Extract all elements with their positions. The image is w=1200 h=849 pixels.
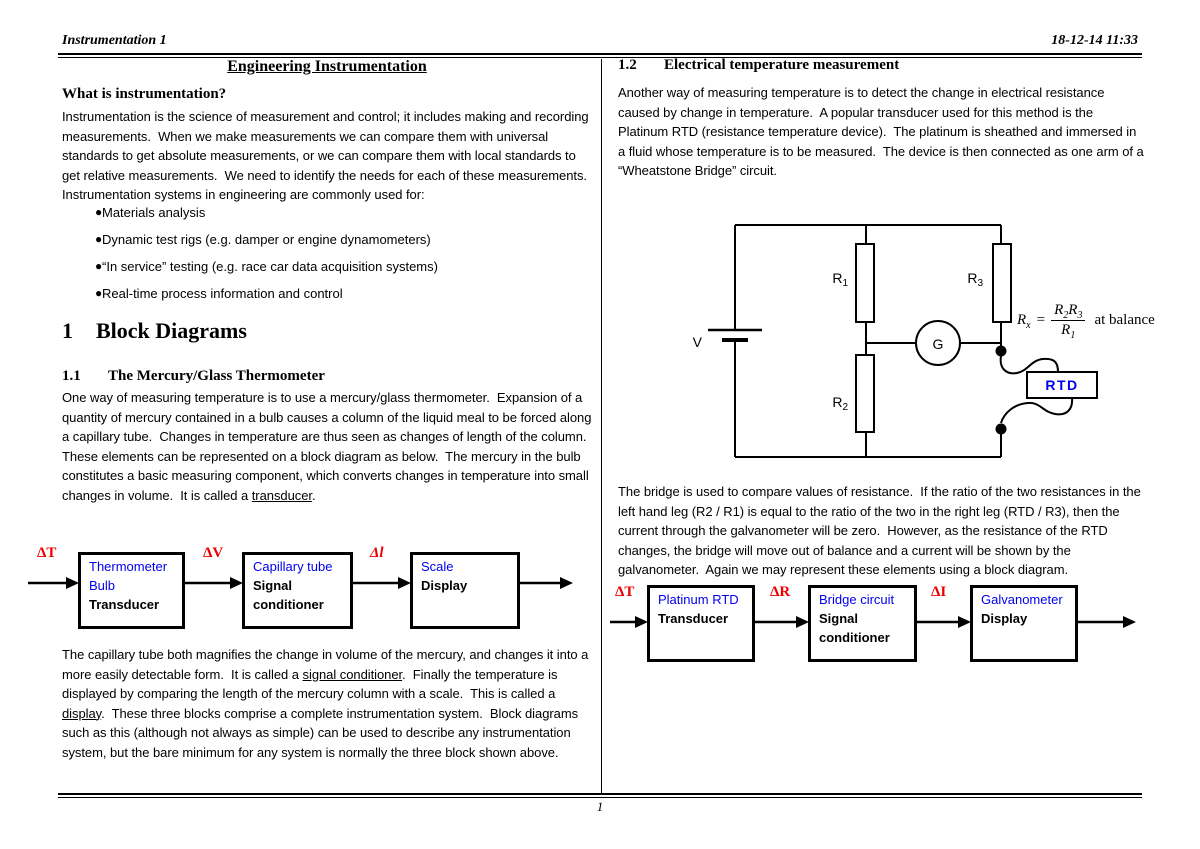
thermometer-block-diagram: ΔT ΔV Δl Thermometer Bulb Transducer Cap… — [25, 544, 585, 644]
delta-t-label: ΔT — [37, 545, 57, 561]
galvanometer-label: G — [933, 336, 944, 352]
bullet-list: ●Materials analysis ●Dynamic test rigs (… — [62, 203, 592, 311]
bullet-icon: ● — [95, 205, 103, 219]
block-role-label: Signal conditioner — [819, 611, 890, 645]
wheatstone-bridge-circuit: V R1 R2 R3 G RTD — [650, 210, 1180, 470]
list-item: ●Real-time process information and contr… — [62, 284, 592, 303]
resistor-r1-label: R1 — [832, 270, 848, 289]
section-number: 1 — [62, 318, 73, 343]
mercury-paragraph: One way of measuring temperature is to u… — [62, 390, 595, 503]
block-role-label: Signal conditioner — [253, 578, 324, 612]
heading-electrical-temperature: 1.2 Electrical temperature measurement — [618, 57, 899, 74]
resistor-r2-label: R2 — [832, 394, 848, 413]
delta-r-label: ΔR — [770, 584, 791, 600]
list-item-label: Materials analysis — [102, 205, 206, 220]
bridge-paragraph: The bridge is used to compare values of … — [618, 484, 1145, 577]
list-item: ●“In service” testing (e.g. race car dat… — [62, 257, 592, 276]
heading-mercury-thermometer: 1.1 The Mercury/Glass Thermometer — [62, 368, 325, 385]
list-item: ●Dynamic test rigs (e.g. damper or engin… — [62, 230, 592, 249]
formula-numerator: R2R3 — [1051, 301, 1086, 321]
block-component-label: Thermometer Bulb — [89, 559, 168, 593]
list-item-label: Dynamic test rigs (e.g. damper or engine… — [102, 232, 431, 247]
block-display: Scale Display — [410, 552, 520, 629]
formula-lhs: Rx — [1017, 311, 1031, 331]
delta-v-label: ΔV — [203, 545, 224, 561]
junction-dot-bottom — [995, 423, 1007, 435]
delta-l-label: Δl — [370, 545, 384, 561]
delta-i-label: ΔI — [931, 584, 947, 600]
block-component-label: Scale — [421, 559, 454, 574]
section-number: 1.2 — [618, 57, 637, 73]
section-title: The Mercury/Glass Thermometer — [108, 368, 325, 384]
block-component-label: Platinum RTD — [658, 592, 739, 607]
block-component-label: Galvanometer — [981, 592, 1063, 607]
heading-what-is-instrumentation: What is instrumentation? — [62, 86, 227, 102]
battery-voltage-label: V — [693, 334, 703, 350]
circuit-drawing: V R1 R2 R3 G RTD — [693, 224, 1098, 458]
section-title: Electrical temperature measurement — [664, 57, 900, 73]
delta-t-label: ΔT — [615, 584, 635, 600]
list-item-label: Real-time process information and contro… — [102, 286, 343, 301]
block-component-label: Bridge circuit — [819, 592, 895, 607]
rtd-block-diagram: ΔT ΔR ΔI Platinum RTD Transducer Bridge … — [605, 580, 1185, 680]
heading-block-diagrams: 1 Block Diagrams — [62, 318, 247, 344]
footer-rule — [58, 793, 1142, 798]
header-doc-title: Instrumentation 1 — [62, 33, 167, 48]
header-rule — [58, 53, 1142, 58]
junction-dot-top — [995, 345, 1007, 357]
capillary-paragraph: The capillary tube both magnifies the ch… — [62, 647, 592, 760]
block-signal-conditioner: Capillary tube Signal conditioner — [242, 552, 353, 629]
page-number: 1 — [596, 799, 604, 814]
block-role-label: Display — [421, 578, 468, 593]
section-number: 1.1 — [62, 368, 81, 384]
doc-title: Engineering Instrumentation — [227, 58, 427, 75]
formula-equals: = — [1036, 311, 1046, 328]
section-title: Block Diagrams — [96, 318, 247, 343]
block-diagram-arrows — [610, 616, 1136, 628]
block-component-label: Capillary tube — [253, 559, 333, 574]
header-datetime: 18-12-14 11:33 — [1051, 33, 1138, 48]
formula-suffix: at balance — [1094, 311, 1155, 328]
formula-denominator: R1 — [1061, 321, 1076, 341]
formula-fraction: R2R3 R1 — [1051, 301, 1086, 341]
block-diagram-arrows — [28, 577, 573, 589]
list-item: ●Materials analysis — [62, 203, 592, 222]
block-transducer: Thermometer Bulb Transducer — [78, 552, 185, 629]
rtd-label: RTD — [1045, 377, 1078, 393]
block-role-label: Display — [981, 611, 1028, 626]
column-divider — [601, 59, 602, 793]
electrical-intro-paragraph: Another way of measuring temperature is … — [618, 85, 1148, 178]
list-item-label: “In service” testing (e.g. race car data… — [102, 259, 438, 274]
block-role-label: Transducer — [658, 611, 729, 626]
bullet-icon: ● — [95, 232, 103, 246]
block-display: Galvanometer Display — [970, 585, 1078, 662]
balance-formula: Rx = R2R3 R1 at balance — [1017, 301, 1155, 340]
block-transducer: Platinum RTD Transducer — [647, 585, 755, 662]
intro-paragraph: Instrumentation is the science of measur… — [62, 109, 595, 202]
bullet-icon: ● — [95, 286, 103, 300]
block-role-label: Transducer — [89, 597, 160, 612]
resistor-r3-label: R3 — [967, 270, 983, 289]
bullet-icon: ● — [95, 259, 103, 273]
block-signal-conditioner: Bridge circuit Signal conditioner — [808, 585, 917, 662]
